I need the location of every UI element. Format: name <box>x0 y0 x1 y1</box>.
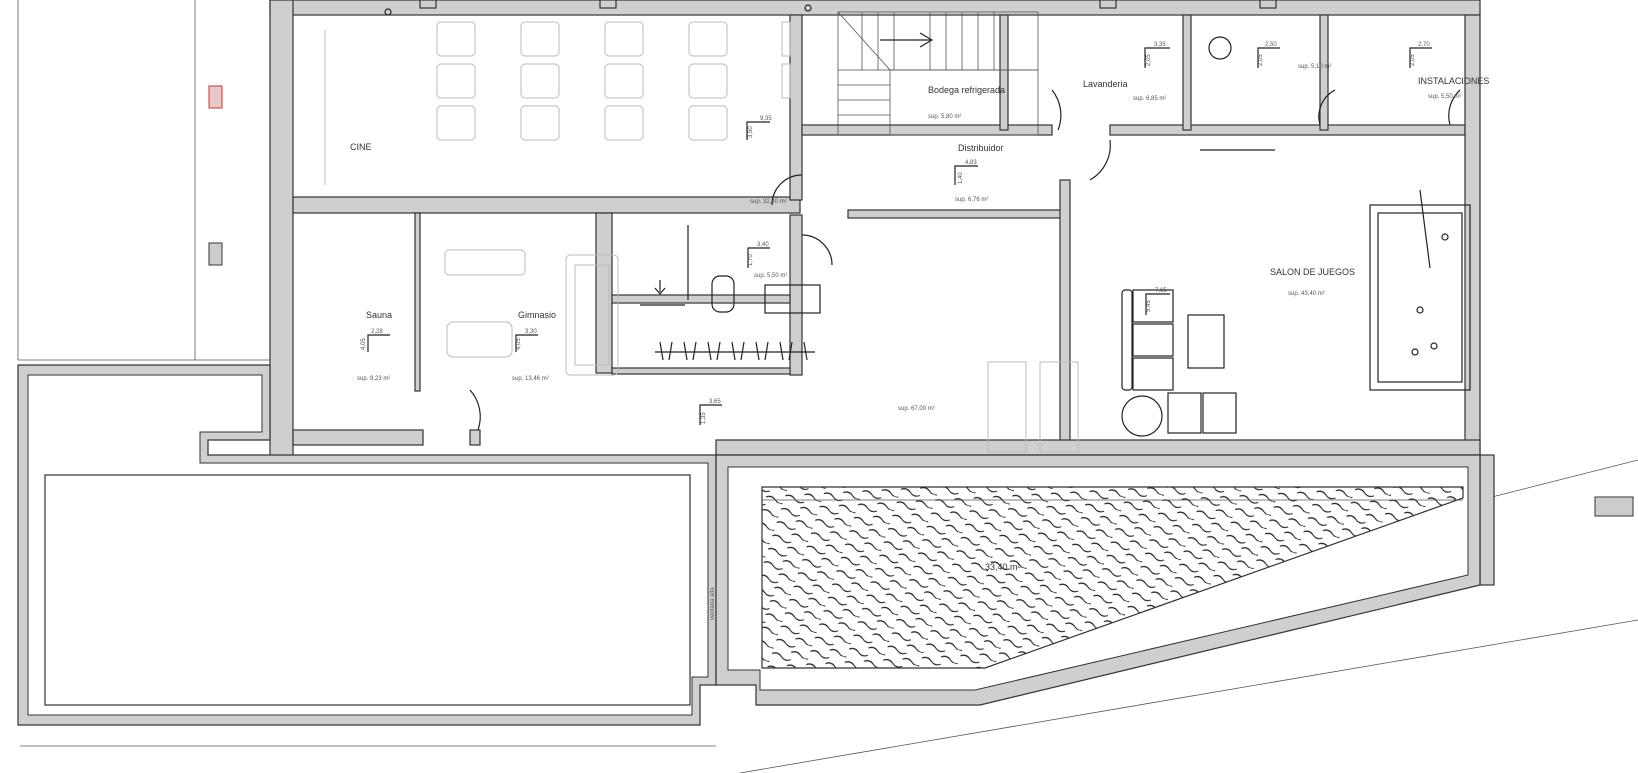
dim-instalaciones-h: 2,05 <box>1410 54 1416 66</box>
area-bodega: sup. 5,80 m² <box>928 114 961 120</box>
dim-lavanderia-h: 2,05 <box>1146 54 1152 66</box>
red-marker <box>208 85 223 109</box>
dim-gimnasio-w: 3,30 <box>525 329 537 335</box>
room-name-bodega: Bodega refrigerada <box>928 85 1005 95</box>
area-distribuidor: sup. 6,76 m² <box>955 197 988 203</box>
dim-room-w: 2,50 <box>1265 42 1277 48</box>
room-name-lavanderia: Lavanderia <box>1083 79 1128 89</box>
dim-distribuidor-h: 1,40 <box>958 172 964 184</box>
area-bano: sup. 5,50 m² <box>754 273 787 279</box>
dim-room-h: 2,05 <box>1258 54 1264 66</box>
room-name-distribuidor: Distribuidor <box>958 143 1004 153</box>
area-cine: sup. 32,40 m² <box>750 199 787 205</box>
room-name-sauna: Sauna <box>366 310 392 320</box>
dim-instalaciones-w: 2,70 <box>1418 42 1430 48</box>
dim-sauna-h: 4,05 <box>361 338 367 350</box>
dim-lavanderia-w: 3,35 <box>1154 42 1166 48</box>
dim-estar-w: 3,65 <box>709 399 721 405</box>
dim-bano-w: 3,40 <box>757 242 769 248</box>
dim-gimnasio-h: 4,05 <box>516 338 522 350</box>
room-name-cine: CINE <box>350 142 372 152</box>
area-sauna: sup. 9,23 m² <box>357 376 390 382</box>
stairs <box>837 11 1039 136</box>
room-name-salon-juegos: SALON DE JUEGOS <box>1270 267 1355 277</box>
area-lavanderia: sup. 6,85 m² <box>1133 96 1166 102</box>
room-labels: CINE 9,35 3,50 sup. 32,40 m² Bodega refr… <box>350 42 1489 425</box>
bathroom-fixtures <box>640 225 821 361</box>
window-label: ventana alta <box>710 587 716 620</box>
dim-salon-w: 7,65 <box>1155 288 1167 294</box>
swimming-pool: 33,40 m² <box>761 486 1464 669</box>
room-name-gimnasio: Gimnasio <box>518 310 556 320</box>
cinema-seats <box>324 4 812 185</box>
area-estar: sup. 67,00 m² <box>898 406 935 412</box>
pool-area: 33,40 m² <box>985 562 1021 572</box>
room-name-instalaciones: INSTALACIONES <box>1418 76 1489 86</box>
dim-salon-h: 5,45 <box>1146 300 1152 312</box>
dim-bano-h: 1,70 <box>748 254 754 266</box>
site-lines <box>17 0 1638 773</box>
area-salon-juegos: sup. 43,40 m² <box>1288 291 1325 297</box>
gym-equipment <box>444 249 619 376</box>
walls <box>269 0 1495 586</box>
dim-estar-h: 1,35 <box>701 412 707 424</box>
dim-cine-h: 3,50 <box>748 126 754 138</box>
dim-cine-w: 9,35 <box>760 116 772 122</box>
terrace-area <box>44 474 691 706</box>
dim-distribuidor-w: 4,83 <box>965 160 977 166</box>
dim-sauna-w: 2,28 <box>371 329 383 335</box>
column <box>208 242 223 266</box>
area-gimnasio: sup. 13,46 m² <box>512 376 549 382</box>
doors <box>469 36 1461 431</box>
area-room: sup. 5,10 m² <box>1298 64 1331 70</box>
area-instalaciones: sup. 5,50 m² <box>1428 94 1461 100</box>
game-room-furniture <box>987 149 1471 453</box>
